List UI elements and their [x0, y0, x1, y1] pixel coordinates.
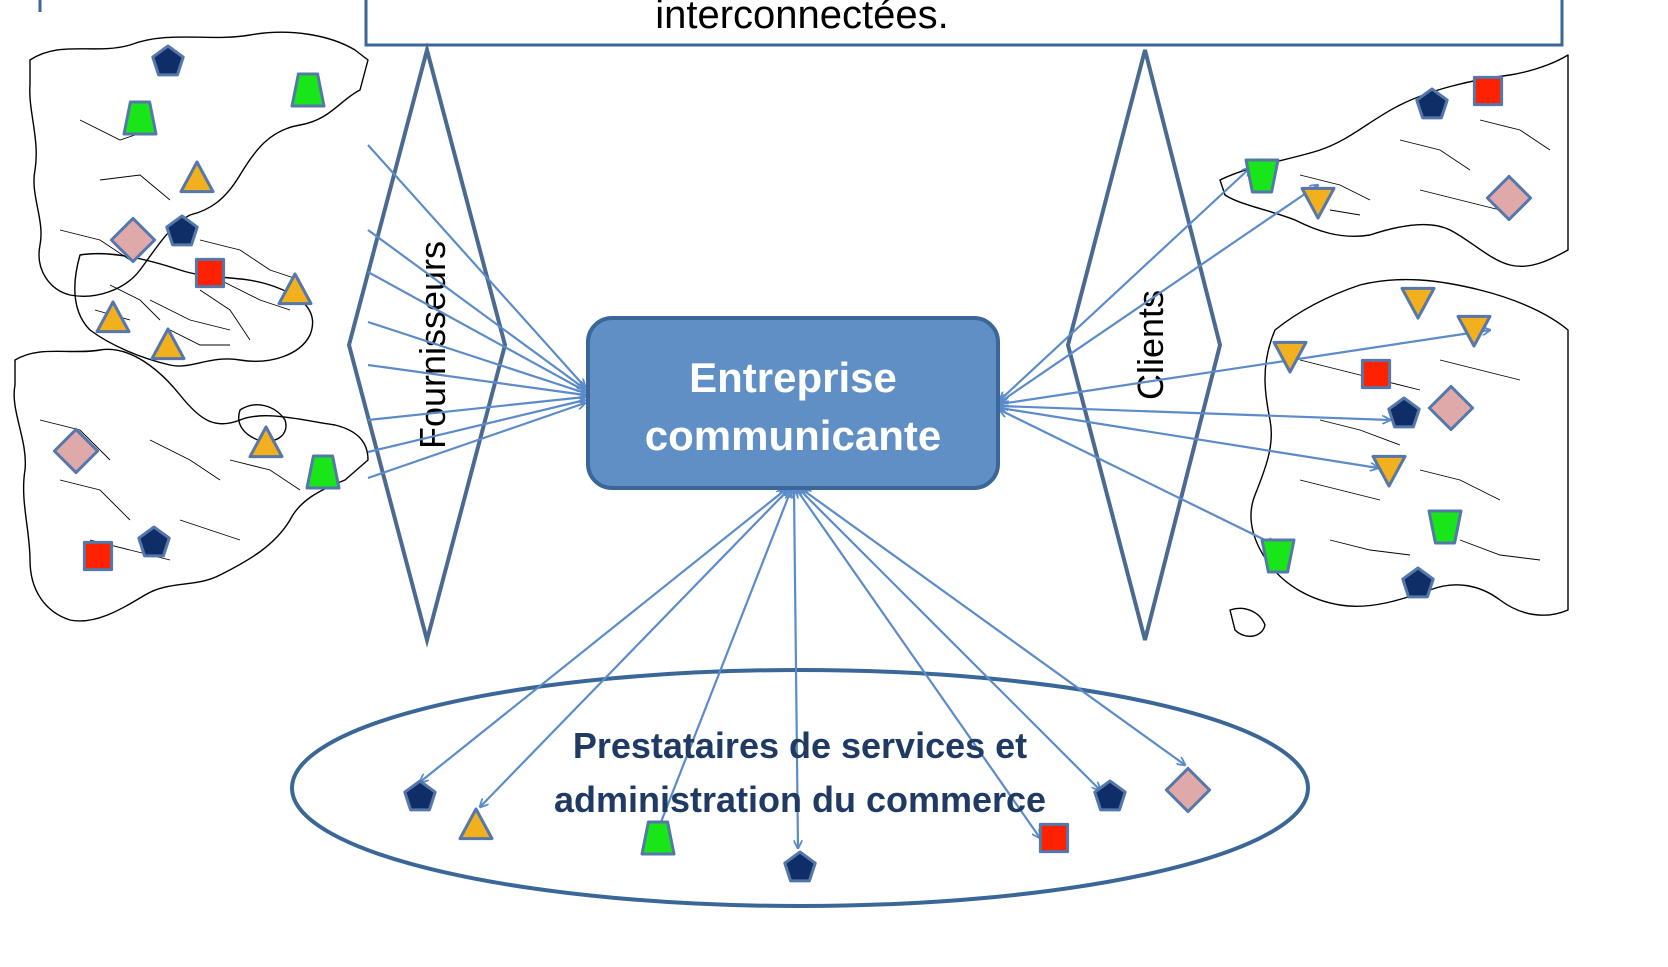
- client-arrow: [1000, 168, 1250, 400]
- company-label-line2: communicante: [645, 412, 941, 459]
- client-arrows: [1000, 168, 1490, 545]
- square-icon: [82, 540, 114, 572]
- company-node: Entreprise communicante: [586, 316, 1000, 490]
- suppliers-diamond: Fournisseurs: [346, 42, 508, 648]
- pentagon-icon: [1401, 566, 1435, 599]
- supplier-arrow: [367, 271, 585, 391]
- company-label-line1: Entreprise: [689, 354, 897, 401]
- inverted-trapezoid-icon: [1427, 509, 1463, 545]
- ellipse-label-line2: administration du commerce: [554, 779, 1046, 820]
- square-icon: [1360, 358, 1392, 390]
- triangle-icon: [95, 300, 131, 334]
- pentagon-icon: [1415, 87, 1449, 120]
- rhombus-icon: [52, 427, 100, 475]
- square-icon: [194, 257, 226, 289]
- supplier-arrow: [367, 403, 585, 480]
- inverted-triangle-icon: [1300, 186, 1336, 220]
- supplier-arrows: [367, 144, 585, 480]
- client-arrow: [1000, 410, 1275, 545]
- inverted-triangle-icon: [1371, 454, 1407, 488]
- inverted-triangle-icon: [1400, 286, 1436, 320]
- inverted-trapezoid-icon: [1244, 158, 1280, 194]
- supplier-arrow: [367, 320, 585, 393]
- inverted-triangle-icon: [1456, 314, 1492, 348]
- triangle-icon: [150, 327, 186, 361]
- trapezoid-icon: [290, 72, 326, 108]
- top-banner: interconnectées.: [38, 0, 1564, 47]
- pentagon-icon: [1093, 779, 1127, 812]
- banner-box: [364, 0, 1564, 47]
- square-icon: [1038, 822, 1070, 854]
- triangle-icon: [179, 160, 215, 194]
- supplier-arrow: [367, 400, 585, 454]
- service-arrow: [803, 490, 1185, 765]
- rhombus-icon: [109, 216, 157, 264]
- inverted-triangle-icon: [1272, 340, 1308, 374]
- inverted-trapezoid-icon: [1260, 538, 1296, 574]
- pentagon-icon: [165, 214, 199, 247]
- actor-symbols: [52, 44, 1533, 883]
- rhombus-icon: [1485, 174, 1533, 222]
- company-box: [586, 316, 1000, 490]
- pentagon-icon: [403, 779, 437, 812]
- supplier-arrow: [367, 144, 585, 387]
- ellipse-label-line1: Prestataires de services et: [573, 725, 1027, 766]
- client-arrow: [1000, 330, 1490, 404]
- square-icon: [1472, 75, 1504, 107]
- trapezoid-icon: [640, 820, 676, 856]
- rhombus-icon: [1427, 384, 1475, 432]
- service-arrow: [652, 490, 791, 845]
- pentagon-icon: [783, 850, 817, 883]
- trapezoid-icon: [305, 454, 341, 490]
- supplier-arrow: [367, 397, 585, 422]
- supplier-arrow: [367, 363, 585, 395]
- triangle-icon: [458, 807, 494, 841]
- supplier-arrow: [367, 229, 585, 389]
- service-arrows: [420, 490, 1185, 848]
- pentagon-icon: [1387, 396, 1421, 429]
- suppliers-label: Fournisseurs: [412, 241, 453, 449]
- pentagon-icon: [137, 525, 171, 558]
- rhombus-icon: [1164, 766, 1212, 814]
- pentagon-icon: [151, 44, 185, 77]
- triangle-icon: [248, 425, 284, 459]
- left-world-map: [13, 31, 369, 622]
- trapezoid-icon: [122, 100, 158, 136]
- clients-diamond: Clients: [1065, 49, 1223, 641]
- banner-text: interconnectées.: [655, 0, 949, 37]
- triangle-icon: [277, 272, 313, 306]
